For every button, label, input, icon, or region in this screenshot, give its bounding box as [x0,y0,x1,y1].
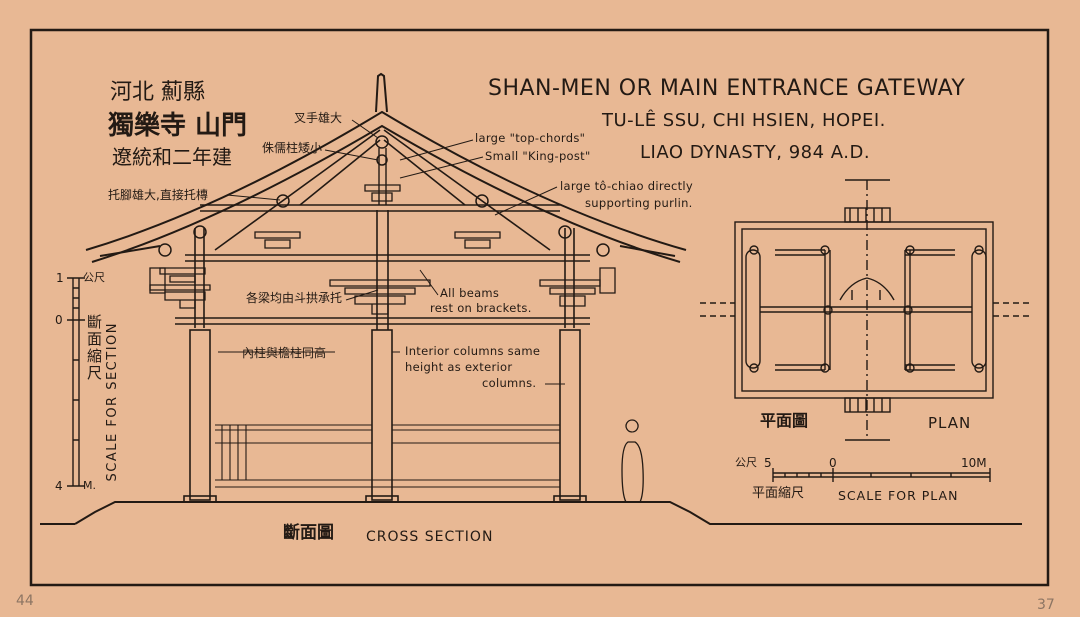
chinese-title-line-1: 河北 薊縣 [110,80,205,105]
section-scale-zero: 0 [55,313,63,327]
title-line-3: LIAO DYNASTY, 984 A.D. [640,142,871,163]
plan-drawing [700,179,1030,441]
section-scale-bottom-unit: M. [83,479,96,492]
note-king-post: Small "King-post" [485,149,591,163]
plan-scale-left: 5 [764,456,772,470]
plan-scale-mid: 0 [829,456,837,470]
king-post [378,148,387,205]
section-scale-cn-label: 斷面縮尺 [85,314,103,382]
section-scale-bottom: 4 [55,479,63,493]
beams [175,129,590,325]
note-cn-tuo-jiao: 托腳雄大,直接托槫 [108,188,208,202]
note-columns-1: Interior columns same [405,344,541,358]
section-scale-en-label: SCALE FOR SECTION [105,322,120,482]
note-tuo-jiao-1: large tô-chiao directly [560,179,694,193]
note-columns-3: columns. [482,376,537,390]
section-scale-top: 1 [56,271,64,285]
note-top-chords: large "top-chords" [475,131,586,145]
plan-scale-left-unit: 公尺 [735,456,757,469]
plan-scale-en-label: SCALE FOR PLAN [838,488,959,503]
section-caption-en: CROSS SECTION [366,529,494,545]
chinese-title-line-2: 獨樂寺 山門 [108,111,248,141]
page-number-right: 37 [1037,597,1055,613]
note-cn-beams: 各梁均由斗拱承托 [246,291,343,305]
plan-caption-en: PLAN [928,414,972,432]
note-tuo-jiao-2: supporting purlin. [585,196,693,210]
note-cn-king-post: 侏儒柱矮小 [262,141,323,155]
border-frame [29,28,1050,587]
title-line-2: TU-LÊ SSU, CHI HSIEN, HOPEI. [602,110,886,131]
section-caption-cn: 斷面圖 [283,523,334,543]
columns [183,210,587,503]
page-number-left: 44 [16,593,34,609]
note-columns-2: height as exterior [405,360,513,374]
human-figure [621,419,644,503]
note-cn-top-chord: 叉手雄大 [294,111,343,125]
ground-line [40,501,1022,525]
note-beams-2: rest on brackets. [430,301,532,315]
plan-scale-cn-label: 平面縮尺 [752,486,805,501]
plan-caption-cn: 平面圖 [760,411,809,430]
plan-scale-bar [772,468,991,482]
note-cn-columns: 內柱與檐柱同高 [242,346,327,360]
section-scale-top-unit: 公尺 [83,271,105,284]
railings [215,424,560,488]
section-scale-bar [67,277,85,487]
roof [85,72,687,263]
plan-scale-right: 10M [961,456,987,470]
leader-lines [218,119,565,385]
chinese-title-line-3: 遼統和二年建 [112,145,232,169]
note-beams-1: All beams [440,286,500,300]
purlins [158,135,610,257]
title-line-1: SHAN-MEN OR MAIN ENTRANCE GATEWAY [488,76,966,101]
